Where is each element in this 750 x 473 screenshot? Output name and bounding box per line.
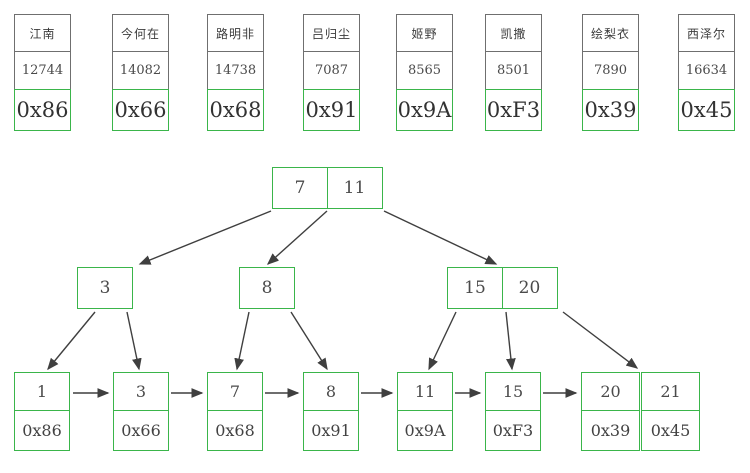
record-name: 绘梨衣 xyxy=(582,14,639,52)
leaf-pointer: 0x91 xyxy=(303,409,359,451)
record-value: 8501 xyxy=(485,50,542,90)
leaf-pointer: 0x66 xyxy=(113,409,169,451)
leaf-key: 8 xyxy=(303,372,359,411)
leaf-node: 21 0x45 xyxy=(641,372,700,451)
leaf-pointer: 0x68 xyxy=(207,409,263,451)
internal-key: 20 xyxy=(501,267,558,309)
record-card: 凯撒 8501 0xF3 xyxy=(485,14,542,131)
leaf-key: 7 xyxy=(207,372,263,411)
leaf-node: 1 0x86 xyxy=(14,372,70,451)
record-value: 7890 xyxy=(582,50,639,90)
leaf-pointer: 0x86 xyxy=(14,409,70,451)
record-pointer: 0x91 xyxy=(303,88,360,131)
leaf-key: 21 xyxy=(641,372,700,411)
record-card: 吕归尘 7087 0x91 xyxy=(303,14,360,131)
internal-node: 15 20 xyxy=(447,267,558,309)
record-pointer: 0x45 xyxy=(678,88,735,131)
record-value: 14738 xyxy=(207,50,264,90)
leaf-node: 20 0x39 xyxy=(581,372,640,451)
leaf-key: 3 xyxy=(113,372,169,411)
internal-key: 8 xyxy=(239,267,295,309)
record-name: 吕归尘 xyxy=(303,14,360,52)
record-value: 16634 xyxy=(678,50,735,90)
leaf-key: 1 xyxy=(14,372,70,411)
leaf-node: 15 0xF3 xyxy=(485,372,541,451)
internal-node: 8 xyxy=(239,267,295,309)
leaf-pointer: 0x39 xyxy=(581,409,640,451)
leaf-pointer: 0x45 xyxy=(641,409,700,451)
record-pointer: 0x66 xyxy=(112,88,169,131)
record-card: 江南 12744 0x86 xyxy=(14,14,71,131)
leaf-node: 11 0x9A xyxy=(397,372,453,451)
leaf-key: 20 xyxy=(581,372,640,411)
root-node: 7 11 xyxy=(272,167,383,209)
leaf-pointer: 0xF3 xyxy=(485,409,541,451)
record-name: 江南 xyxy=(14,14,71,52)
record-pointer: 0x86 xyxy=(14,88,71,131)
record-card: 今何在 14082 0x66 xyxy=(112,14,169,131)
record-value: 12744 xyxy=(14,50,71,90)
record-name: 西泽尔 xyxy=(678,14,735,52)
record-name: 姬野 xyxy=(396,14,453,52)
root-key: 7 xyxy=(272,167,328,209)
leaf-node: 8 0x91 xyxy=(303,372,359,451)
record-name: 今何在 xyxy=(112,14,169,52)
record-name: 路明非 xyxy=(207,14,264,52)
internal-key: 15 xyxy=(447,267,503,309)
internal-key: 3 xyxy=(77,267,133,309)
record-name: 凯撒 xyxy=(485,14,542,52)
record-value: 7087 xyxy=(303,50,360,90)
record-value: 8565 xyxy=(396,50,453,90)
leaf-key: 11 xyxy=(397,372,453,411)
leaf-pointer: 0x9A xyxy=(397,409,453,451)
record-card: 西泽尔 16634 0x45 xyxy=(678,14,735,131)
record-pointer: 0x68 xyxy=(207,88,264,131)
leaf-node: 3 0x66 xyxy=(113,372,169,451)
record-card: 姬野 8565 0x9A xyxy=(396,14,453,131)
leaf-key: 15 xyxy=(485,372,541,411)
internal-node: 3 xyxy=(77,267,133,309)
record-pointer: 0x9A xyxy=(396,88,453,131)
root-key: 11 xyxy=(326,167,383,209)
leaf-node: 7 0x68 xyxy=(207,372,263,451)
record-value: 14082 xyxy=(112,50,169,90)
record-pointer: 0x39 xyxy=(582,88,639,131)
record-pointer: 0xF3 xyxy=(485,88,542,131)
record-card: 路明非 14738 0x68 xyxy=(207,14,264,131)
record-card: 绘梨衣 7890 0x39 xyxy=(582,14,639,131)
